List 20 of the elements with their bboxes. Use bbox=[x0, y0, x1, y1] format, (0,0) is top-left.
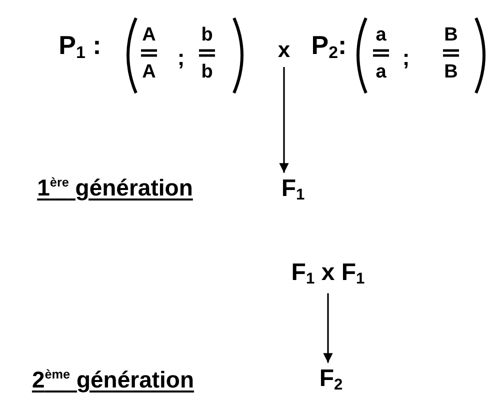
arrow bbox=[323, 293, 333, 363]
parent-label: P$_{1}$ : bbox=[58, 32, 102, 62]
generation-symbol: F$_{2}$ bbox=[319, 366, 343, 394]
separator: ; bbox=[402, 47, 410, 69]
allele: B bbox=[444, 62, 458, 82]
generation-label: 2$^{ème}$ génération bbox=[32, 368, 194, 392]
generation-label: 1$^{ère}$ génération bbox=[37, 176, 193, 200]
allele: B bbox=[444, 26, 458, 44]
allele: a bbox=[376, 62, 386, 82]
allele: b bbox=[201, 62, 213, 82]
parent-label: P$_{2}$: bbox=[311, 32, 347, 62]
cross-expression: F$_{1}$ x F$_{1}$ bbox=[291, 260, 365, 288]
cross-sign: x bbox=[278, 39, 290, 61]
allele: b bbox=[201, 26, 213, 44]
generation-symbol: F$_{1}$ bbox=[281, 176, 305, 204]
allele: A bbox=[142, 26, 156, 44]
allele: a bbox=[376, 26, 386, 44]
separator: ; bbox=[177, 47, 185, 69]
arrow bbox=[279, 67, 289, 173]
allele: A bbox=[142, 62, 156, 82]
